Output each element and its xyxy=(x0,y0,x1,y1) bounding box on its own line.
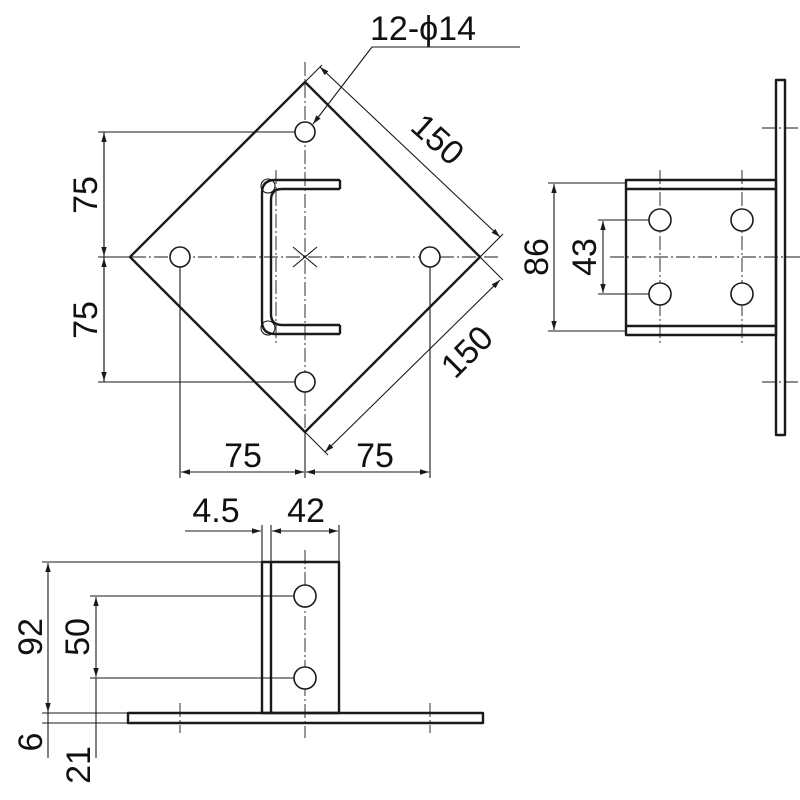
dim-half-height-lower: 75 xyxy=(67,301,105,339)
side-hole-top-left xyxy=(648,208,672,232)
dim-bracket-height: 92 xyxy=(12,618,50,656)
dim-plate-thickness: 4.5 xyxy=(192,492,239,530)
dimension-side-hole-pitch xyxy=(598,219,649,295)
front-hole-lower xyxy=(293,666,317,690)
front-view: 4.5 42 92 50 6 21 xyxy=(12,492,485,784)
plate-hole-bottom xyxy=(294,371,316,393)
dim-edge-length-lower: 150 xyxy=(434,319,501,386)
front-hole-upper xyxy=(293,584,317,608)
plate-hole-left xyxy=(169,246,191,268)
dimension-front-hole-pitch xyxy=(90,595,294,679)
dimension-front-height xyxy=(42,561,262,712)
dimension-diagonal-lower xyxy=(304,256,504,456)
dim-half-width-right: 75 xyxy=(356,437,394,475)
dim-base-thickness: 6 xyxy=(12,733,50,752)
dimension-side-overall xyxy=(548,182,626,332)
dim-side-hole-pitch: 43 xyxy=(566,238,604,276)
side-hole-bottom-right xyxy=(730,282,754,306)
dim-front-hole-pitch: 50 xyxy=(59,618,97,656)
dim-edge-length-upper: 150 xyxy=(404,107,472,173)
plate-hole-top xyxy=(294,121,316,143)
side-bracket-face xyxy=(624,178,778,337)
hole-callout-leader xyxy=(312,46,520,125)
dimension-front-top xyxy=(185,525,340,562)
dim-hole-offset: 21 xyxy=(60,746,98,784)
dimension-diagonal-upper xyxy=(304,64,504,258)
dim-half-width-left: 75 xyxy=(224,437,262,475)
side-hole-top-right xyxy=(730,208,754,232)
dim-half-height-upper: 75 xyxy=(67,176,105,214)
dim-flange-width: 42 xyxy=(287,492,325,530)
dim-side-overall-height: 86 xyxy=(518,238,556,276)
hole-callout: 12-ϕ14 xyxy=(370,10,476,48)
channel-bracket-plan xyxy=(260,170,342,345)
plate-hole-right xyxy=(419,246,441,268)
top-view: 75 75 75 75 150 150 1 xyxy=(67,10,520,478)
dimension-front-base xyxy=(42,678,128,758)
front-bracket xyxy=(260,560,341,715)
side-hole-bottom-left xyxy=(648,282,672,306)
center-mark xyxy=(292,246,318,268)
side-view: 86 43 xyxy=(518,78,800,437)
dimension-vertical-left xyxy=(98,131,295,383)
